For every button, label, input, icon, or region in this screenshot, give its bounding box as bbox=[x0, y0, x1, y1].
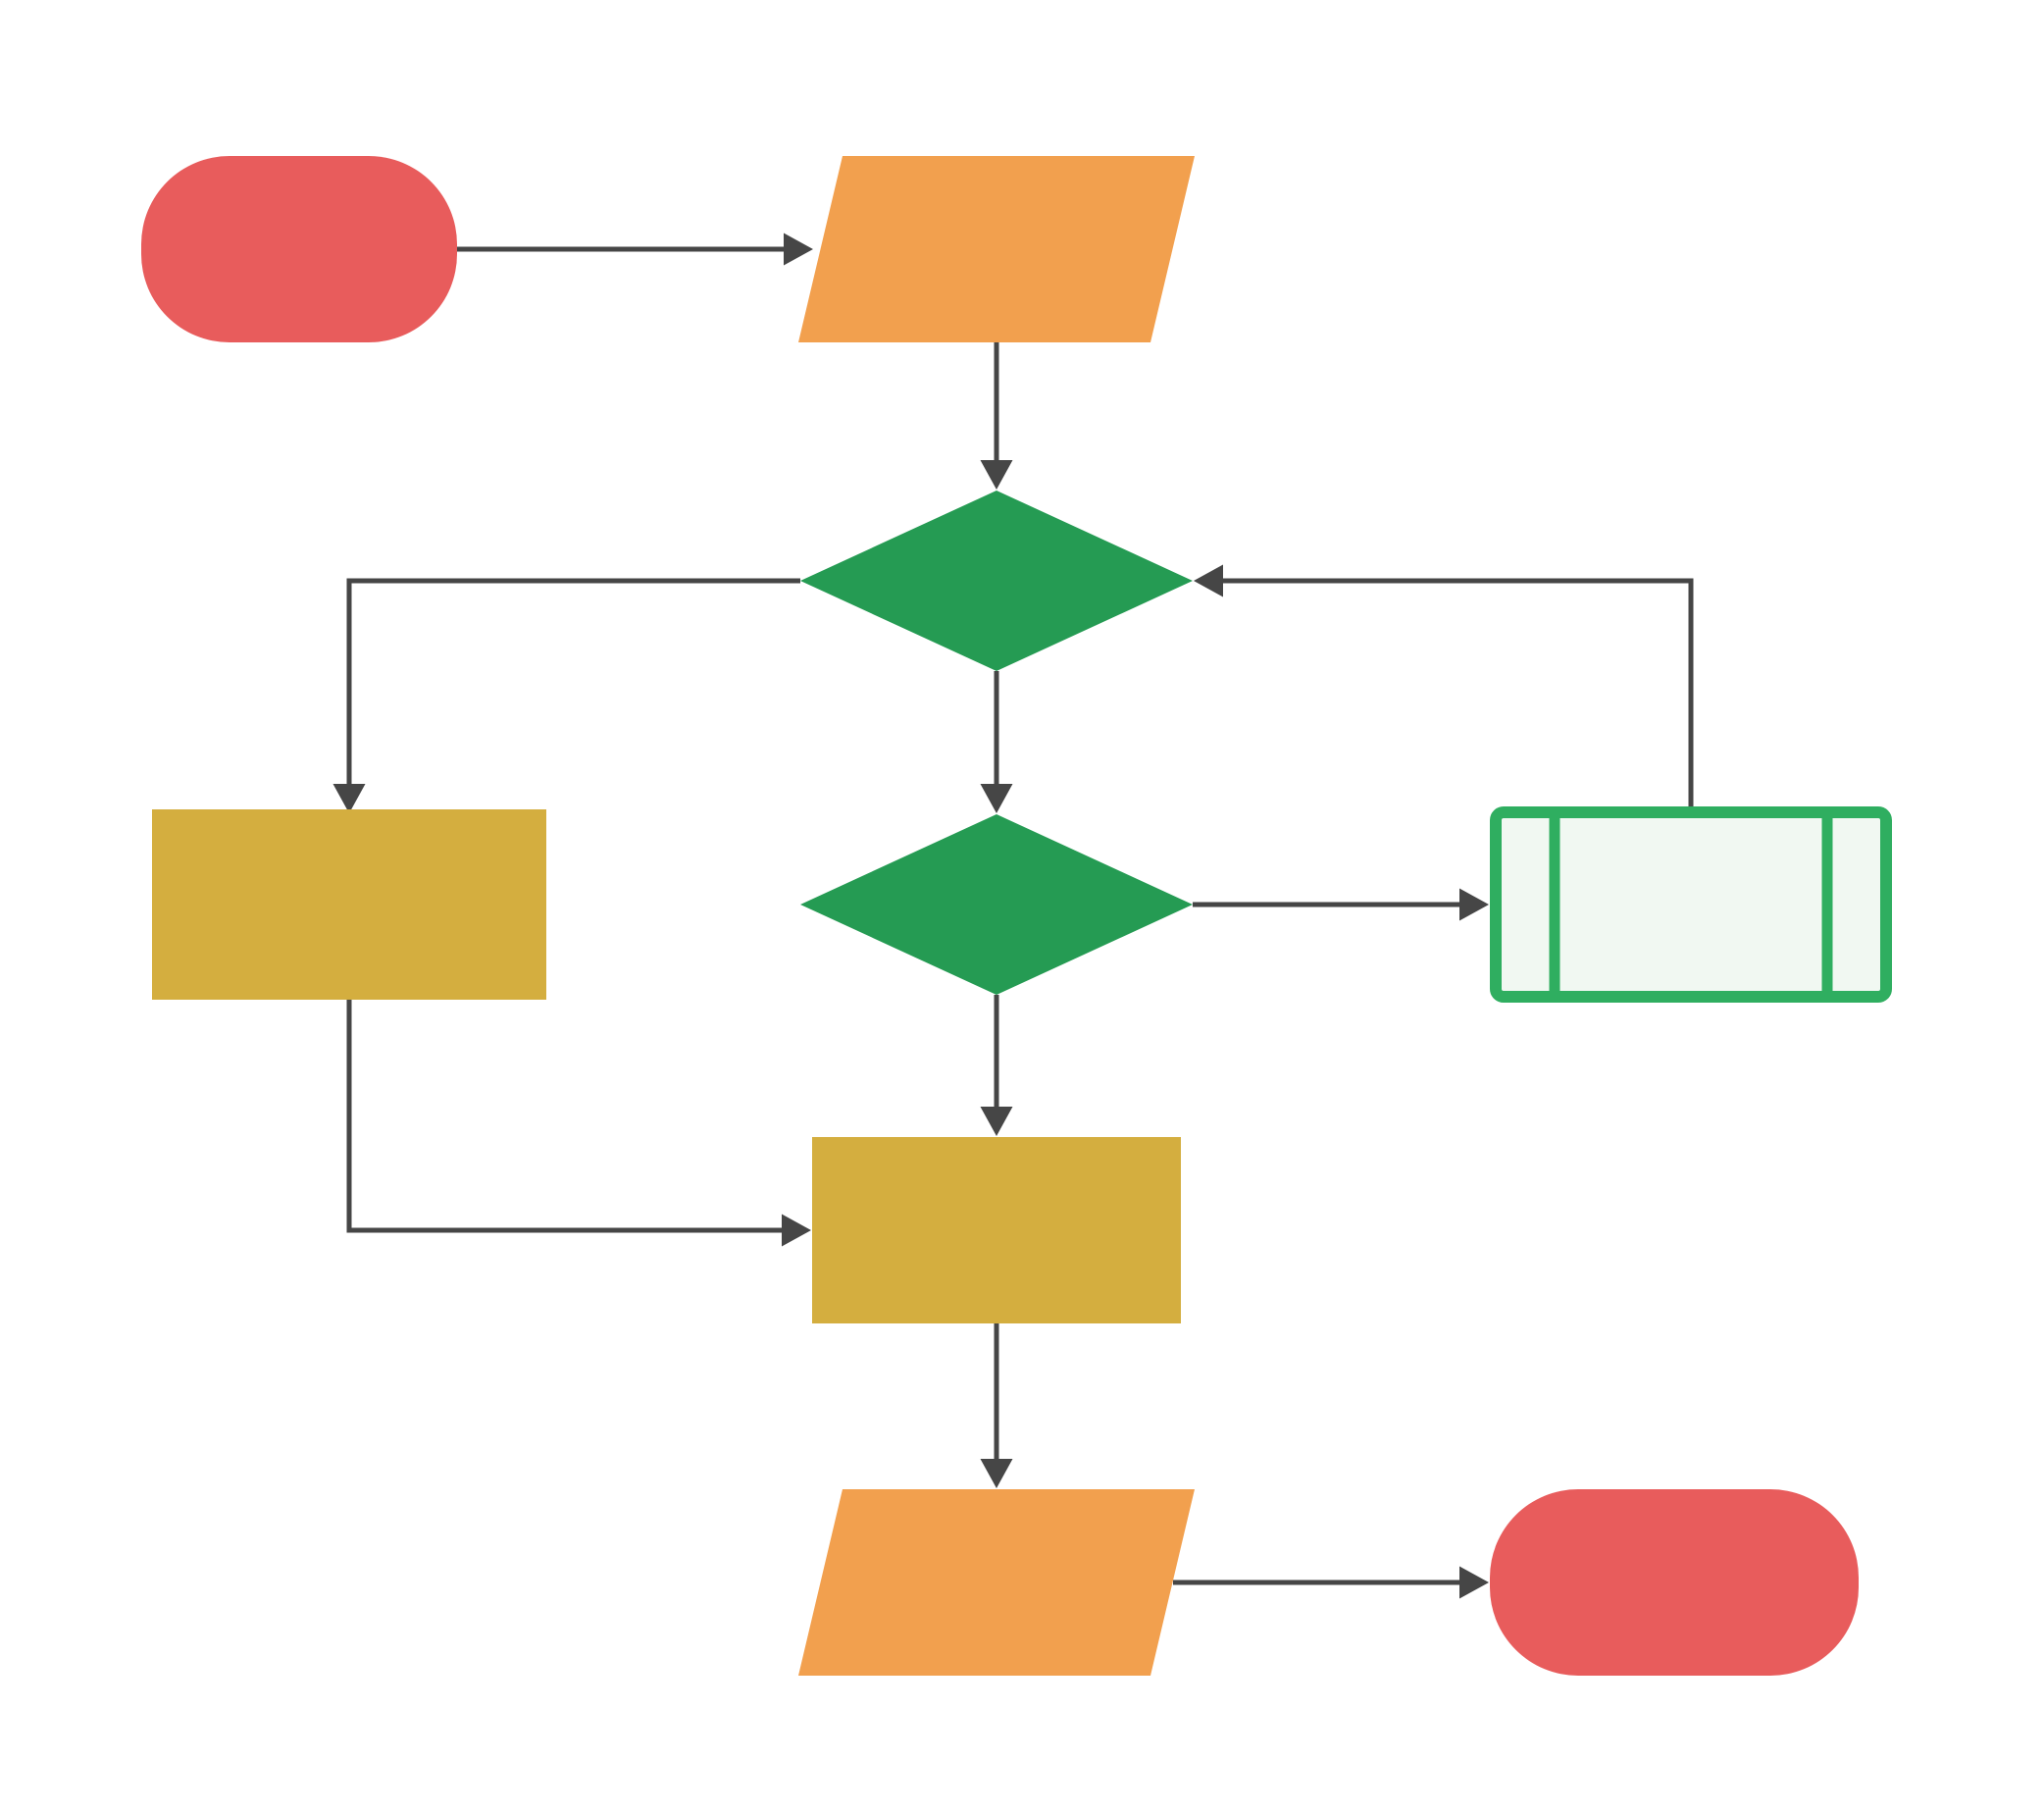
predefined-process-outline bbox=[1490, 806, 1892, 1003]
end-terminator-node[interactable] bbox=[1490, 1489, 1859, 1676]
decision-diamond-2-node[interactable] bbox=[800, 814, 1193, 995]
process-rect-left-node[interactable] bbox=[152, 809, 546, 1000]
connector-process-left-to-process-center[interactable] bbox=[346, 1000, 811, 1247]
predefined-process-node[interactable] bbox=[1490, 806, 1892, 1003]
input-parallelogram-node[interactable] bbox=[798, 156, 1195, 342]
start-terminator-node[interactable] bbox=[141, 156, 457, 342]
decision-diamond-1-node[interactable] bbox=[800, 491, 1193, 671]
connector-decision1-to-process-left[interactable] bbox=[332, 578, 800, 813]
output-parallelogram-node[interactable] bbox=[798, 1489, 1195, 1676]
connector-predefined-process-to-decision1[interactable] bbox=[1194, 564, 1694, 806]
process-rect-center-node[interactable] bbox=[812, 1137, 1181, 1323]
